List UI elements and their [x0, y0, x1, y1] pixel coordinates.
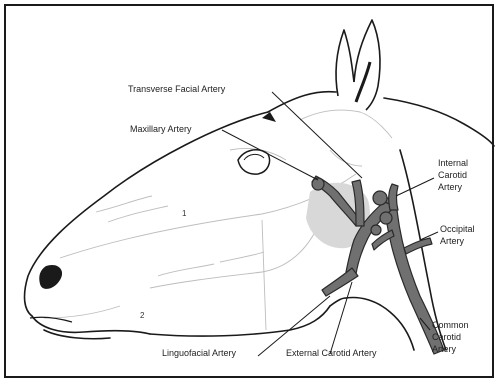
- label-internal-carotid-line2: Carotid: [438, 170, 467, 180]
- label-maxillary-artery: Maxillary Artery: [130, 124, 192, 134]
- label-linguofacial-artery: Linguofacial Artery: [162, 348, 237, 358]
- label-internal-carotid-line3: Artery: [438, 182, 463, 192]
- label-transverse-facial-artery: Transverse Facial Artery: [128, 84, 226, 94]
- marker-2: 2: [140, 311, 145, 320]
- label-common-carotid-line3: Artery: [432, 344, 457, 354]
- ear: [336, 20, 380, 110]
- label-common-carotid-line2: Carotid: [432, 332, 461, 342]
- label-common-carotid-line1: Common: [432, 320, 469, 330]
- label-external-carotid-artery: External Carotid Artery: [286, 348, 377, 358]
- eye: [238, 150, 270, 174]
- marker-1: 1: [182, 209, 187, 218]
- label-occipital-line2: Artery: [440, 236, 465, 246]
- nostril: [39, 265, 62, 289]
- label-occipital-line1: Occipital: [440, 224, 475, 234]
- label-internal-carotid-line1: Internal: [438, 158, 468, 168]
